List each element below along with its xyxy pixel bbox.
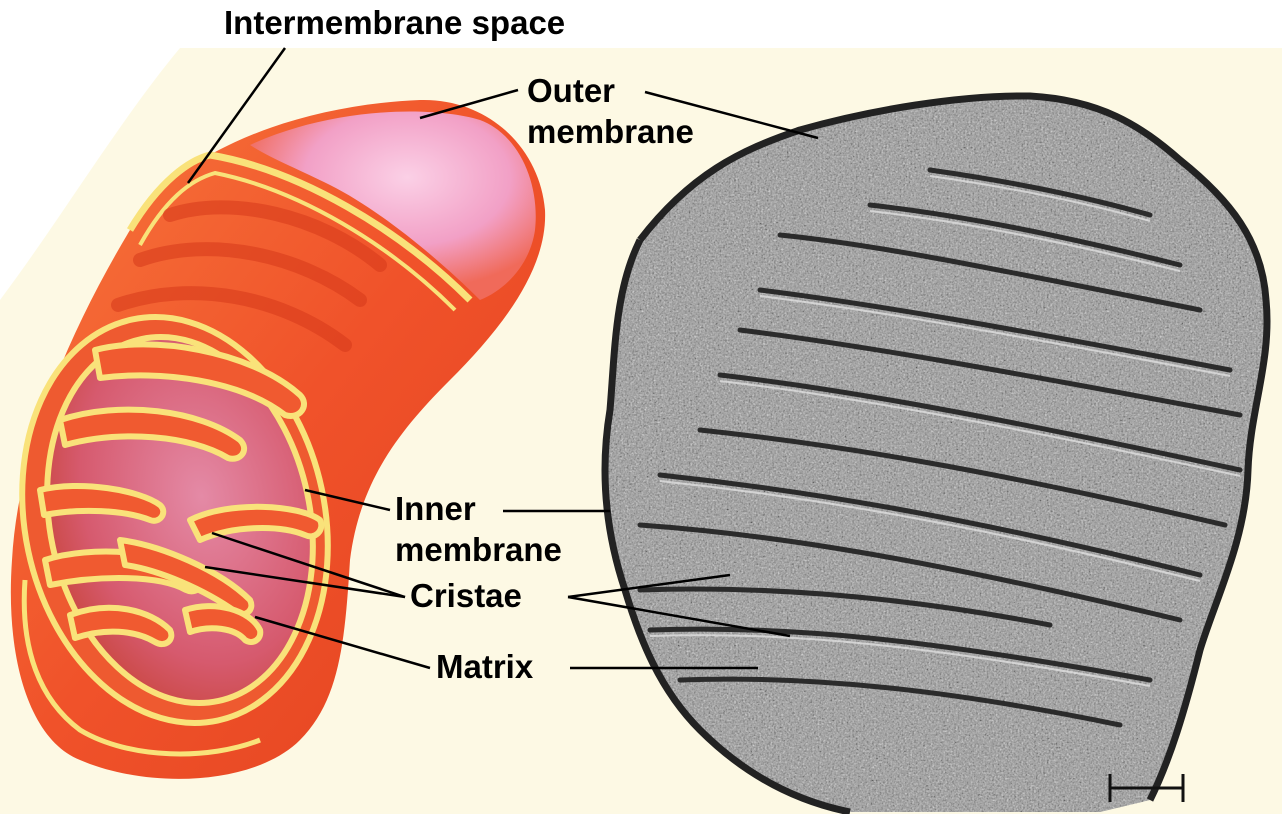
label-intermembrane-space: Intermembrane space	[224, 4, 565, 42]
label-cristae: Cristae	[410, 577, 522, 615]
label-inner-membrane-line2: membrane	[395, 531, 562, 569]
label-outer-membrane-line1: Outer	[527, 72, 615, 110]
label-inner-membrane-line1: Inner	[395, 490, 476, 528]
label-matrix: Matrix	[436, 648, 533, 686]
electron-micrograph	[595, 90, 1275, 814]
label-outer-membrane-line2: membrane	[527, 113, 694, 151]
